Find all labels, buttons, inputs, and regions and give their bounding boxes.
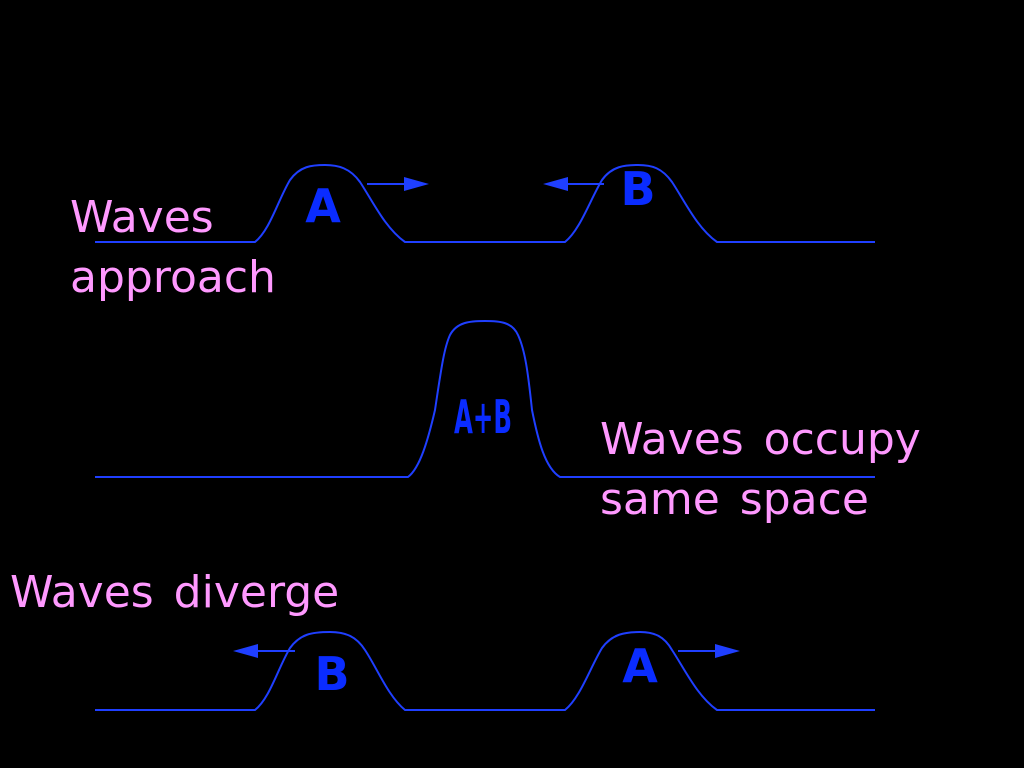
overlap-caption-line-1: Waves occupy [600,414,921,465]
approach-row: A B [95,162,875,243]
approach-caption: Waves approach [70,188,276,308]
diverge-pulse-b-label: B [314,647,349,701]
diverge-pulse-a-label: A [622,639,658,693]
approach-pulse-b-label: B [620,162,655,216]
diverge-row: B A [95,630,875,711]
approach-caption-line-2: approach [70,252,276,303]
right-arrow-icon [367,177,429,191]
diverge-caption: Waves diverge [10,563,339,623]
approach-caption-line-1: Waves [70,192,214,243]
overlap-caption: Waves occupy same space [600,410,921,530]
approach-baseline [95,163,875,243]
approach-pulse-a-label: A [305,179,341,233]
overlap-baseline [95,319,875,478]
diverge-baseline [95,630,875,711]
left-arrow-icon [233,644,295,658]
diverge-caption-line: Waves diverge [10,567,340,618]
left-arrow-icon [543,177,604,191]
overlap-caption-line-2: same space [600,474,869,525]
overlap-pulse-label: A+B [454,390,512,444]
overlap-row: A+B [95,319,875,478]
right-arrow-icon [678,644,740,658]
